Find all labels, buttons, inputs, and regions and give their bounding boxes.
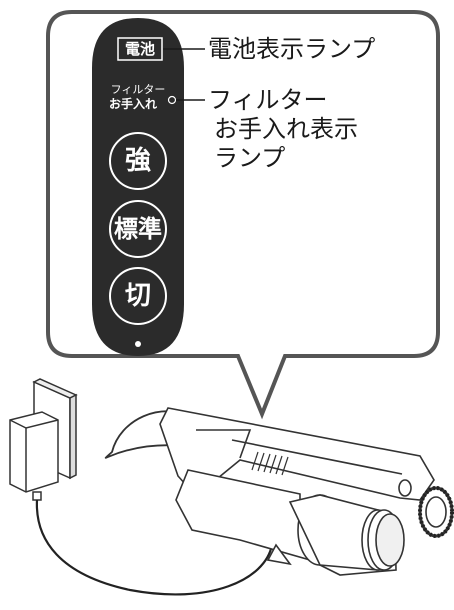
battery-lamp-label: 電池表示ランプ: [208, 35, 376, 63]
vacuum-cleaner: [159, 407, 454, 576]
button-strong-ring: [109, 132, 167, 190]
panel-dot: [135, 341, 141, 347]
filter-lamp-dot: [167, 95, 177, 105]
power-cord: [35, 499, 274, 596]
button-standard-ring: [109, 200, 167, 258]
filter-lamp-label-line3: ランプ: [214, 144, 286, 172]
filter-label-line2: お手入れ: [108, 97, 157, 111]
filter-lamp-label-line1: フィルター: [208, 86, 328, 114]
battery-badge: 電池: [124, 40, 155, 58]
filter-lamp-label-line2: お手入れ表示: [214, 115, 358, 143]
filter-label-line1: フィルター: [110, 83, 166, 96]
button-off-ring: [109, 267, 167, 325]
button-standard-label: 標準: [114, 215, 162, 243]
button-strong-label: 強: [124, 146, 151, 176]
button-off-label: 切: [124, 281, 151, 311]
ac-adapter: [9, 411, 59, 501]
wrist-strap: [104, 410, 197, 459]
battery-badge-box: [117, 37, 163, 61]
